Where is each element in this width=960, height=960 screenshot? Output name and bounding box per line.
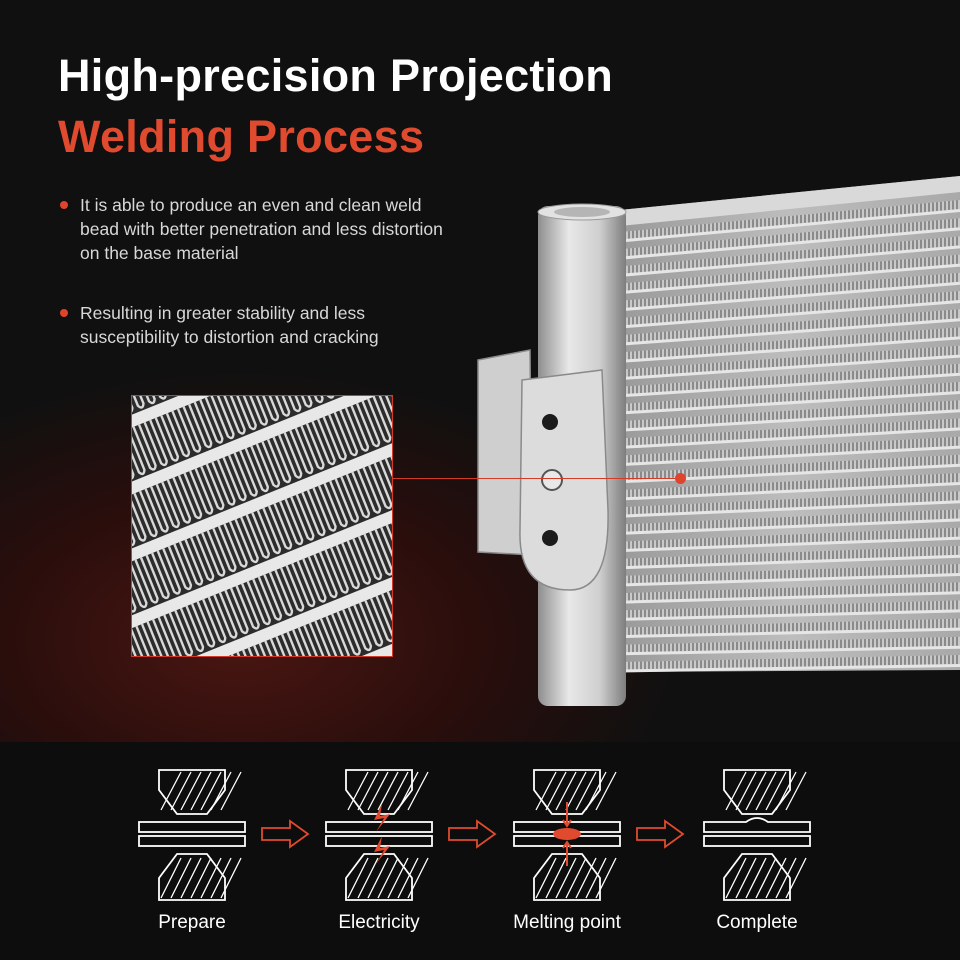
core-top-rail [620,176,960,226]
fin-closeup-illustration [132,396,392,656]
bullet-dot-icon [60,201,68,209]
feature-bullet-1-text: It is able to produce an even and clean … [80,195,443,263]
feature-bullet-1: It is able to produce an even and clean … [60,193,450,265]
feature-bullet-2-text: Resulting in greater stability and less … [80,303,379,347]
step-complete-diagram [703,769,811,901]
headline-line-2: Welding Process [58,111,425,162]
step-melting-point-diagram [513,769,621,901]
step-arrow-icon [448,819,497,849]
closeup-fins [132,396,392,656]
step-arrow-icon [261,819,310,849]
condenser-illustration [477,176,960,706]
step-prepare-diagram [138,769,246,901]
magnified-fin-closeup [131,395,393,657]
bracket-hole-bottom [542,530,558,546]
step-label-complete: Complete [716,912,798,933]
feature-bullet-2: Resulting in greater stability and less … [60,301,450,349]
step-label-electricity: Electricity [338,912,420,933]
bracket-hole-top [542,414,558,430]
spark-icon [374,804,390,832]
callout-dot-icon [675,473,686,484]
mounting-bracket [519,369,609,591]
step-label-prepare: Prepare [158,912,226,933]
step-arrow-icon [636,819,685,849]
bracket-bolt [541,469,563,491]
step-electricity-diagram [325,769,433,901]
process-band [0,742,960,960]
weld-nugget-icon [553,828,581,840]
step-label-melting-point: Melting point [513,912,621,933]
bullet-dot-icon [60,309,68,317]
spark-icon [374,836,390,864]
electrode-top [158,769,242,815]
electrode-bottom [158,853,242,901]
callout-line [392,478,680,479]
headline-line-1: High-precision Projection [58,50,614,101]
fin-rows [619,200,960,673]
